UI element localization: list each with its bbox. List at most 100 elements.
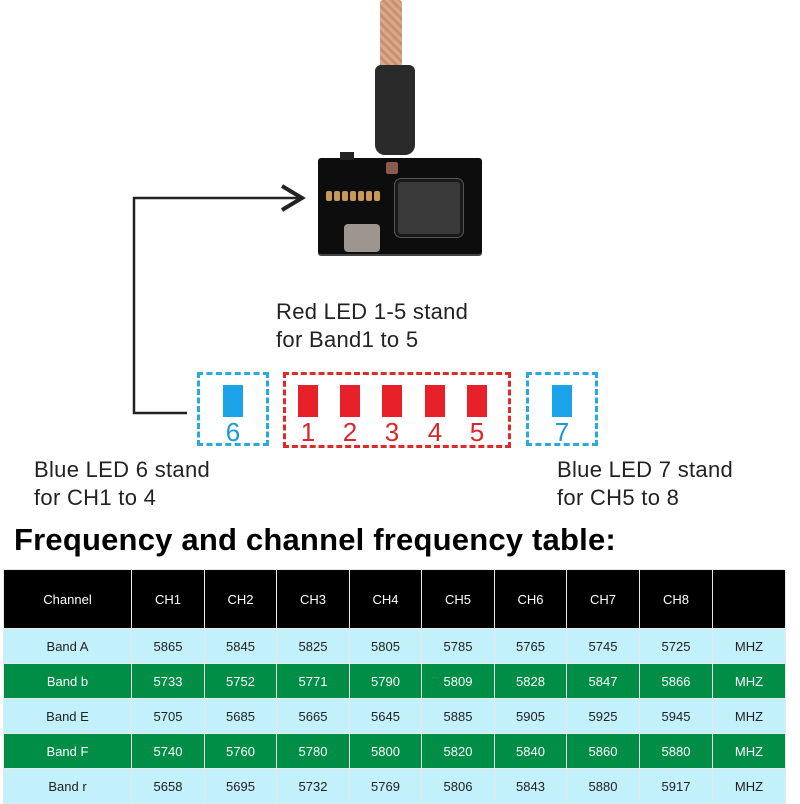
header-ch4: CH4 bbox=[349, 569, 422, 629]
red-led-1 bbox=[298, 385, 318, 417]
frequency-cell: 5845 bbox=[204, 628, 277, 664]
blue-led-6-label-line1: Blue LED 6 stand bbox=[34, 457, 211, 482]
unit-cell: MHZ bbox=[712, 698, 786, 734]
blue-led-6-group: 6 bbox=[197, 372, 269, 446]
chip-icon bbox=[398, 182, 460, 234]
frequency-cell: 5769 bbox=[349, 768, 422, 804]
red-led-4 bbox=[425, 385, 445, 417]
red-led-label: Red LED 1-5 stand for Band1 to 5 bbox=[276, 298, 468, 354]
blue-led-7 bbox=[552, 385, 572, 417]
frequency-cell: 5820 bbox=[421, 733, 495, 769]
frequency-cell: 5945 bbox=[639, 698, 713, 734]
led-number-3: 3 bbox=[384, 417, 400, 447]
frequency-cell: 5905 bbox=[494, 698, 567, 734]
led-window bbox=[386, 162, 398, 174]
frequency-cell: 5885 bbox=[421, 698, 495, 734]
frequency-cell: 5840 bbox=[494, 733, 567, 769]
header-ch6: CH6 bbox=[494, 569, 567, 629]
frequency-cell: 5752 bbox=[204, 663, 277, 699]
blue-led-6-label-line2: for CH1 to 4 bbox=[34, 485, 157, 510]
red-led-5 bbox=[467, 385, 487, 417]
header-ch7: CH7 bbox=[566, 569, 640, 629]
frequency-cell: 5695 bbox=[204, 768, 277, 804]
blue-led-7-label-line1: Blue LED 7 stand bbox=[557, 457, 734, 482]
header-ch3: CH3 bbox=[276, 569, 350, 629]
frequency-cell: 5865 bbox=[131, 628, 205, 664]
band-name-cell: Band b bbox=[3, 663, 132, 699]
frequency-cell: 5705 bbox=[131, 698, 205, 734]
frequency-cell: 5880 bbox=[566, 768, 640, 804]
red-led-label-line1: Red LED 1-5 stand bbox=[276, 299, 469, 324]
inductor-component bbox=[344, 224, 380, 252]
frequency-cell: 5658 bbox=[131, 768, 205, 804]
frequency-cell: 5790 bbox=[349, 663, 422, 699]
antenna-cable bbox=[380, 0, 402, 80]
frequency-cell: 5825 bbox=[276, 628, 350, 664]
led-number-7: 7 bbox=[554, 417, 570, 447]
frequency-cell: 5805 bbox=[349, 628, 422, 664]
frequency-cell: 5843 bbox=[494, 768, 567, 804]
led-number-6: 6 bbox=[225, 417, 241, 447]
arrow-line bbox=[132, 196, 300, 415]
blue-led-7-label: Blue LED 7 stand for CH5 to 8 bbox=[557, 456, 733, 512]
board-connector bbox=[340, 152, 354, 160]
header-unit bbox=[712, 569, 786, 629]
frequency-cell: 5665 bbox=[276, 698, 350, 734]
blue-led-6-label: Blue LED 6 stand for CH1 to 4 bbox=[34, 456, 210, 512]
frequency-cell: 5732 bbox=[276, 768, 350, 804]
frequency-cell: 5847 bbox=[566, 663, 640, 699]
frequency-cell: 5771 bbox=[276, 663, 350, 699]
frequency-cell: 5765 bbox=[494, 628, 567, 664]
band-name-cell: Band E bbox=[3, 698, 132, 734]
red-led-group: 1 2 3 4 5 bbox=[283, 372, 511, 448]
header-channel: Channel bbox=[3, 569, 132, 629]
red-led-2 bbox=[340, 385, 360, 417]
unit-cell: MHZ bbox=[712, 733, 786, 769]
table-title: Frequency and channel frequency table: bbox=[14, 522, 616, 557]
frequency-cell: 5828 bbox=[494, 663, 567, 699]
led-number-4: 4 bbox=[427, 417, 443, 447]
header-ch5: CH5 bbox=[421, 569, 495, 629]
blue-led-7-label-line2: for CH5 to 8 bbox=[557, 485, 680, 510]
frequency-cell: 5925 bbox=[566, 698, 640, 734]
frequency-cell: 5785 bbox=[421, 628, 495, 664]
frequency-cell: 5745 bbox=[566, 628, 640, 664]
frequency-cell: 5806 bbox=[421, 768, 495, 804]
frequency-cell: 5860 bbox=[566, 733, 640, 769]
frequency-cell: 5645 bbox=[349, 698, 422, 734]
frequency-cell: 5733 bbox=[131, 663, 205, 699]
frequency-cell: 5809 bbox=[421, 663, 495, 699]
red-led-label-line2: for Band1 to 5 bbox=[276, 327, 419, 352]
frequency-cell: 5685 bbox=[204, 698, 277, 734]
led-number-1: 1 bbox=[300, 417, 316, 447]
header-ch2: CH2 bbox=[204, 569, 277, 629]
band-name-cell: Band r bbox=[3, 768, 132, 804]
frequency-cell: 5780 bbox=[276, 733, 350, 769]
header-ch8: CH8 bbox=[639, 569, 713, 629]
frequency-cell: 5725 bbox=[639, 628, 713, 664]
blue-led-6 bbox=[223, 385, 243, 417]
unit-cell: MHZ bbox=[712, 628, 786, 664]
band-name-cell: Band F bbox=[3, 733, 132, 769]
red-led-3 bbox=[382, 385, 402, 417]
frequency-cell: 5880 bbox=[639, 733, 713, 769]
frequency-cell: 5917 bbox=[639, 768, 713, 804]
frequency-cell: 5740 bbox=[131, 733, 205, 769]
solder-pads bbox=[326, 191, 380, 201]
frequency-cell: 5760 bbox=[204, 733, 277, 769]
led-number-2: 2 bbox=[342, 417, 358, 447]
blue-led-7-group: 7 bbox=[526, 372, 598, 446]
frequency-cell: 5866 bbox=[639, 663, 713, 699]
led-number-5: 5 bbox=[469, 417, 485, 447]
unit-cell: MHZ bbox=[712, 663, 786, 699]
frequency-cell: 5800 bbox=[349, 733, 422, 769]
unit-cell: MHZ bbox=[712, 768, 786, 804]
